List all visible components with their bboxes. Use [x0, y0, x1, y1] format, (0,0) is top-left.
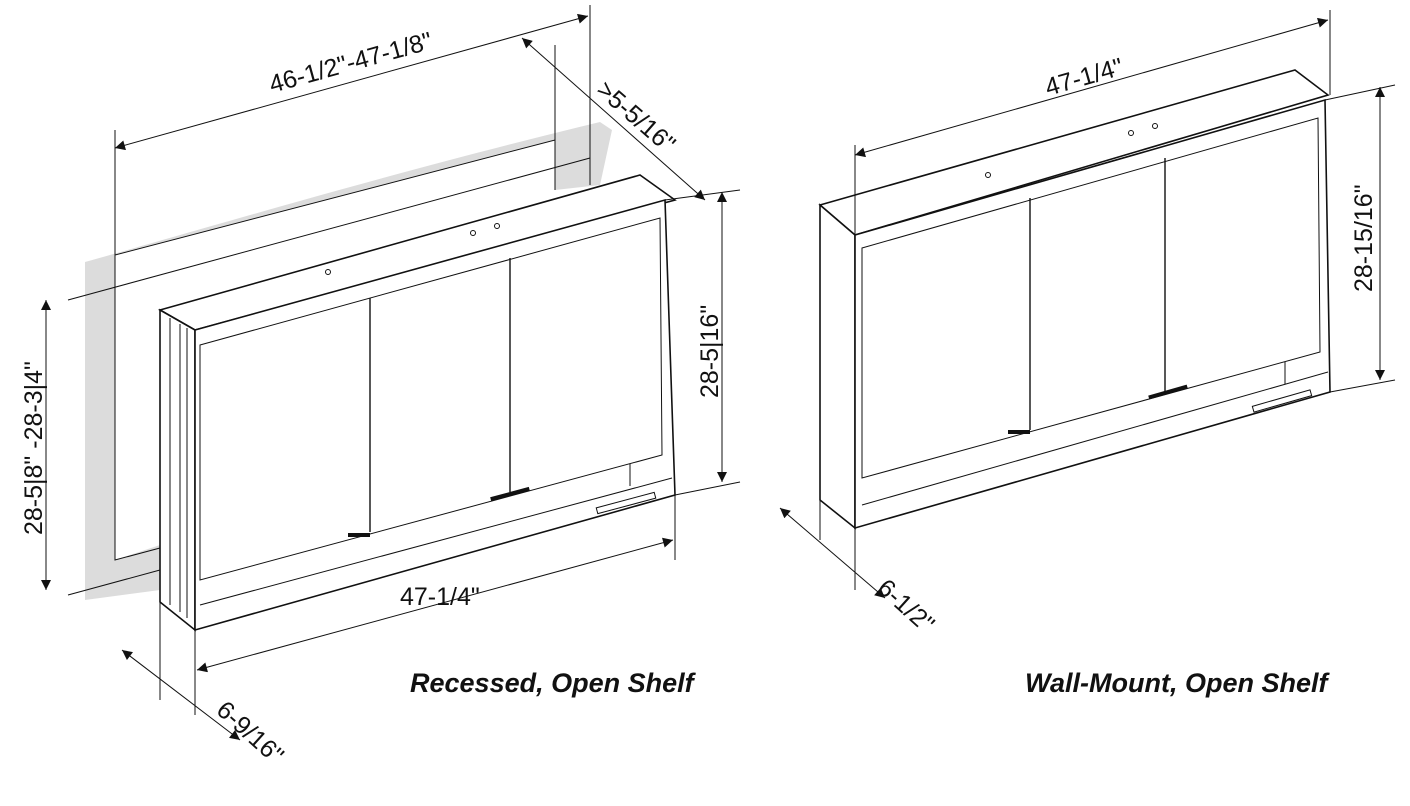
dim-wall-cabinet-depth [779, 507, 886, 599]
dim-cabinet-depth [121, 649, 241, 741]
dim-wall-depth [521, 37, 706, 201]
label-wall-width: 46-1/2"-47-1/8" [266, 27, 435, 99]
label-cabinet-height: 28-5|16" [696, 305, 724, 398]
label-wall-height: 28-5|8" -28-3|4" [20, 361, 48, 535]
recessed-drawing: 46-1/2"-47-1/8" >5-5/16" 28-5|8" -28-3|4… [20, 5, 741, 770]
wall-cabinet-side [819, 203, 856, 530]
label-wall-cabinet-width: 47-1/4" [1042, 53, 1126, 102]
label-wall-cabinet-depth: 6-1/2" [872, 574, 940, 639]
dim-wall-width [114, 13, 589, 151]
dim-cabinet-width [196, 537, 674, 673]
label-cabinet-depth: 6-9/16" [211, 696, 289, 770]
label-cabinet-width: 47-1/4" [400, 583, 480, 611]
caption-recessed: Recessed, Open Shelf [410, 668, 697, 698]
recessed-cabinet-front [194, 198, 676, 632]
caption-wall-mount: Wall-Mount, Open Shelf [1025, 668, 1330, 698]
label-wall-cabinet-height: 28-15/16" [1350, 184, 1378, 292]
recessed-cabinet-side [159, 308, 196, 632]
dim-wall-cabinet-width [854, 17, 1329, 158]
wall-mount-drawing: 47-1/4" 28-15/16" 6-1/2" Wall-Mount, Ope… [779, 10, 1396, 698]
